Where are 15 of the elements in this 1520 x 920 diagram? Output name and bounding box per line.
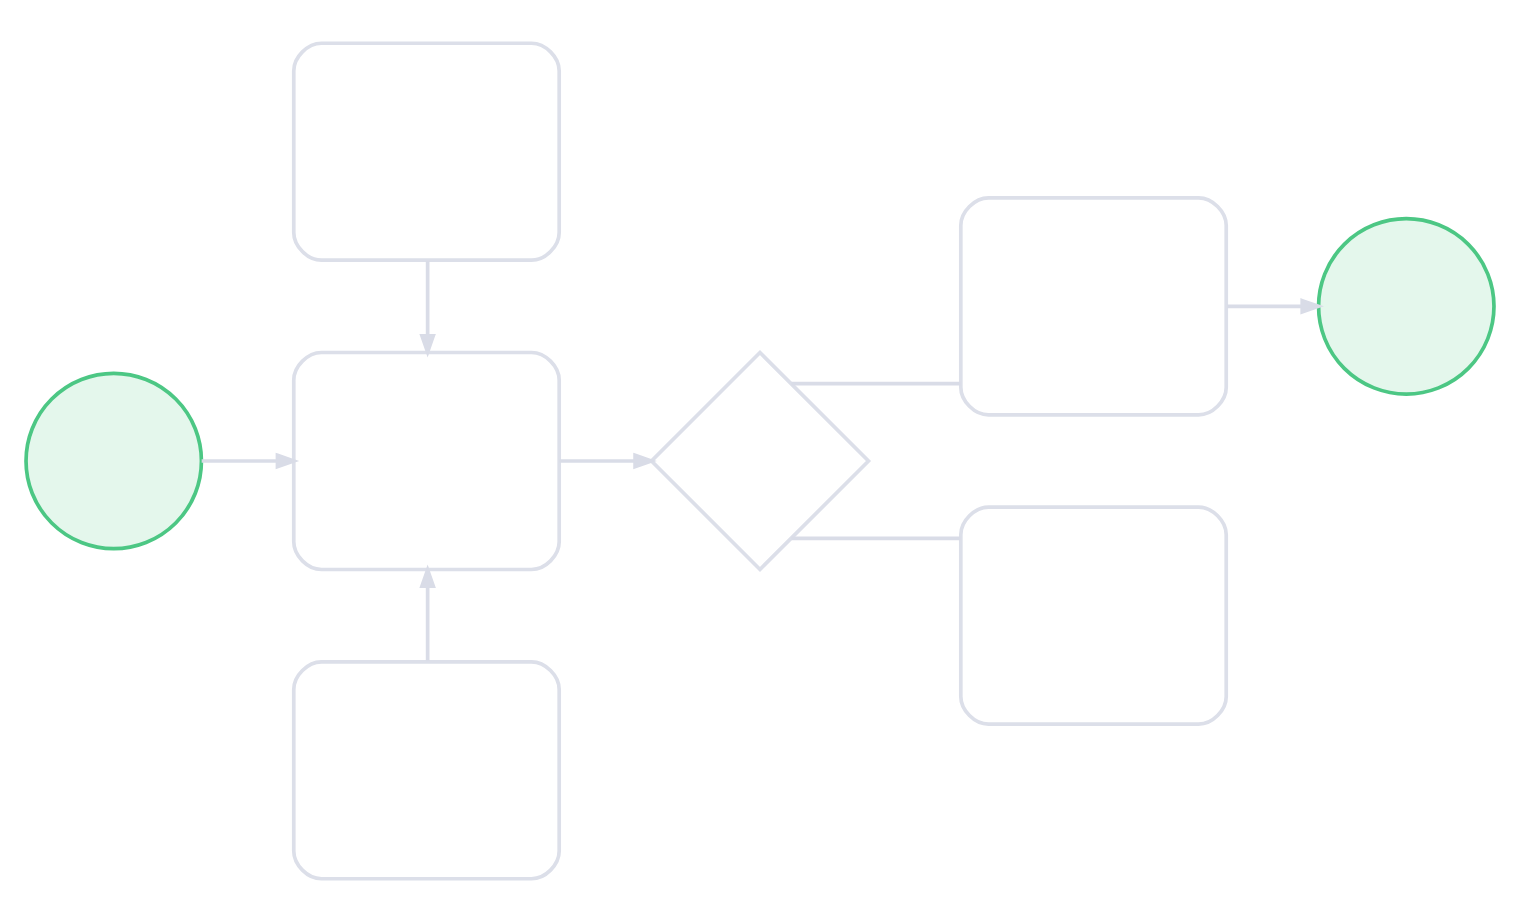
arrow xyxy=(419,259,436,357)
node-circle xyxy=(1316,215,1496,395)
arrow xyxy=(201,451,300,469)
connector xyxy=(791,380,961,385)
node-box xyxy=(291,40,562,262)
node-diamond xyxy=(648,348,872,572)
arrow xyxy=(1227,297,1324,314)
node-circle xyxy=(24,370,204,550)
node-box xyxy=(291,349,562,571)
node-box xyxy=(291,658,562,880)
arrow xyxy=(559,451,657,469)
node-box xyxy=(958,195,1229,416)
arrow xyxy=(419,563,436,661)
node-box xyxy=(958,504,1229,725)
connector xyxy=(791,535,961,540)
